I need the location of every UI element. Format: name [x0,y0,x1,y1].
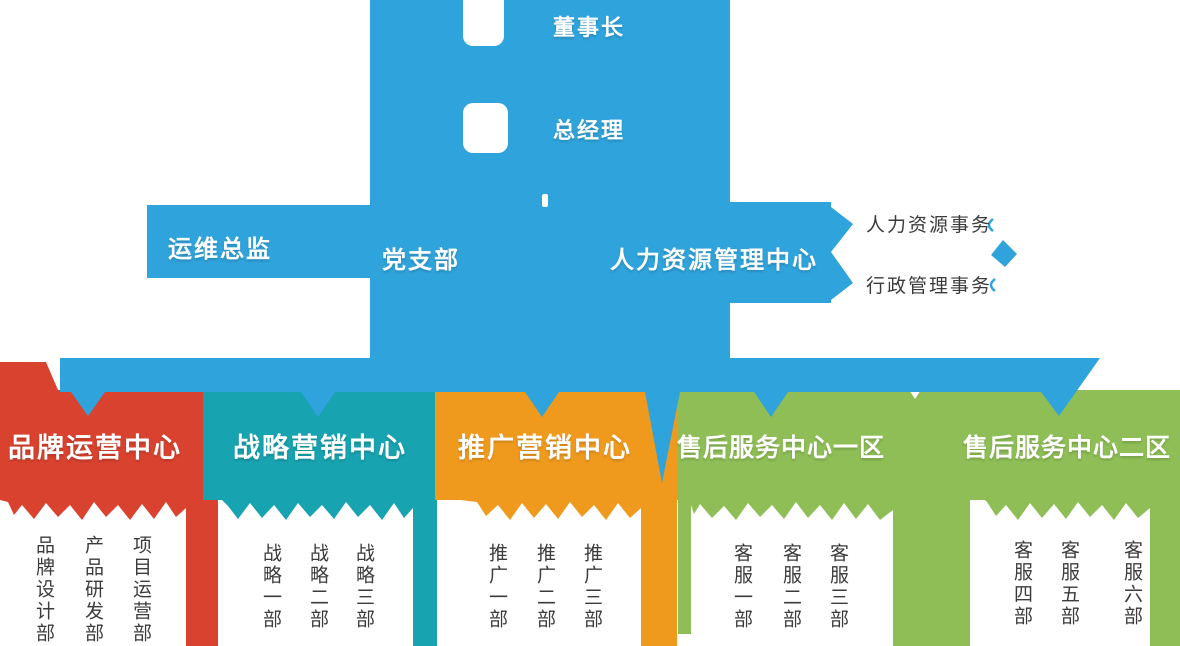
dept-header-promotion: 推广营销中心 [458,433,632,463]
dept-header-aftersales-1: 售后服务中心一区 [676,434,885,462]
sub-dept-label: 战略一部 [260,543,281,631]
sub-dept-label: 客服三部 [827,543,848,631]
sub-dept-label: 产品研发部 [82,535,103,645]
chairman-label: 董事长 [553,15,626,40]
sub-dept-label: 客服五部 [1058,540,1079,628]
general-manager-label: 总经理 [553,118,626,143]
general-manager-bullet-icon [463,103,508,153]
sub-dept-label: 客服二部 [780,543,801,631]
strategy-center-block-shape [203,390,437,646]
dept-header-strategy: 战略营销中心 [233,433,407,463]
promotion-center-block-shape [435,388,680,646]
party-branch-label: 党支部 [382,247,460,274]
sub-dept-label: 战略三部 [353,543,374,631]
sub-dept-label: 战略二部 [307,543,328,631]
sub-dept-label: 推广二部 [534,543,555,631]
ops-director-band-shape [147,205,377,278]
hr-center-label: 人力资源管理中心 [610,247,818,274]
central-column-shape [370,0,730,362]
sub-dept-label: 推广一部 [486,543,507,631]
hr-affairs-arc-icon [987,218,994,232]
ops-director-label: 运维总监 [168,236,272,263]
departments-connector-band-shape [60,358,1100,483]
admin-affairs-label: 行政管理事务 [866,276,993,297]
aftersales-centers-block-shape [678,390,1180,646]
hr-affairs-label: 人力资源事务 [866,215,993,236]
chairman-bullet-icon [463,0,504,46]
dept-header-brand: 品牌运营中心 [8,433,182,463]
sub-dept-label: 客服一部 [731,543,752,631]
admin-affairs-arc-icon [989,278,996,292]
brand-center-block-shape [0,362,218,646]
hr-center-band-shape [700,202,853,303]
trunk-tick-icon [542,194,548,207]
sub-dept-label: 客服四部 [1011,540,1032,628]
sub-dept-label: 品牌设计部 [33,535,54,645]
dept-header-aftersales-2: 售后服务中心二区 [962,434,1171,462]
sub-dept-label: 客服六部 [1121,540,1142,628]
sub-dept-label: 项目运营部 [130,535,151,645]
hr-branches-diamond-icon [991,240,1017,267]
sub-dept-label: 推广三部 [581,543,602,631]
